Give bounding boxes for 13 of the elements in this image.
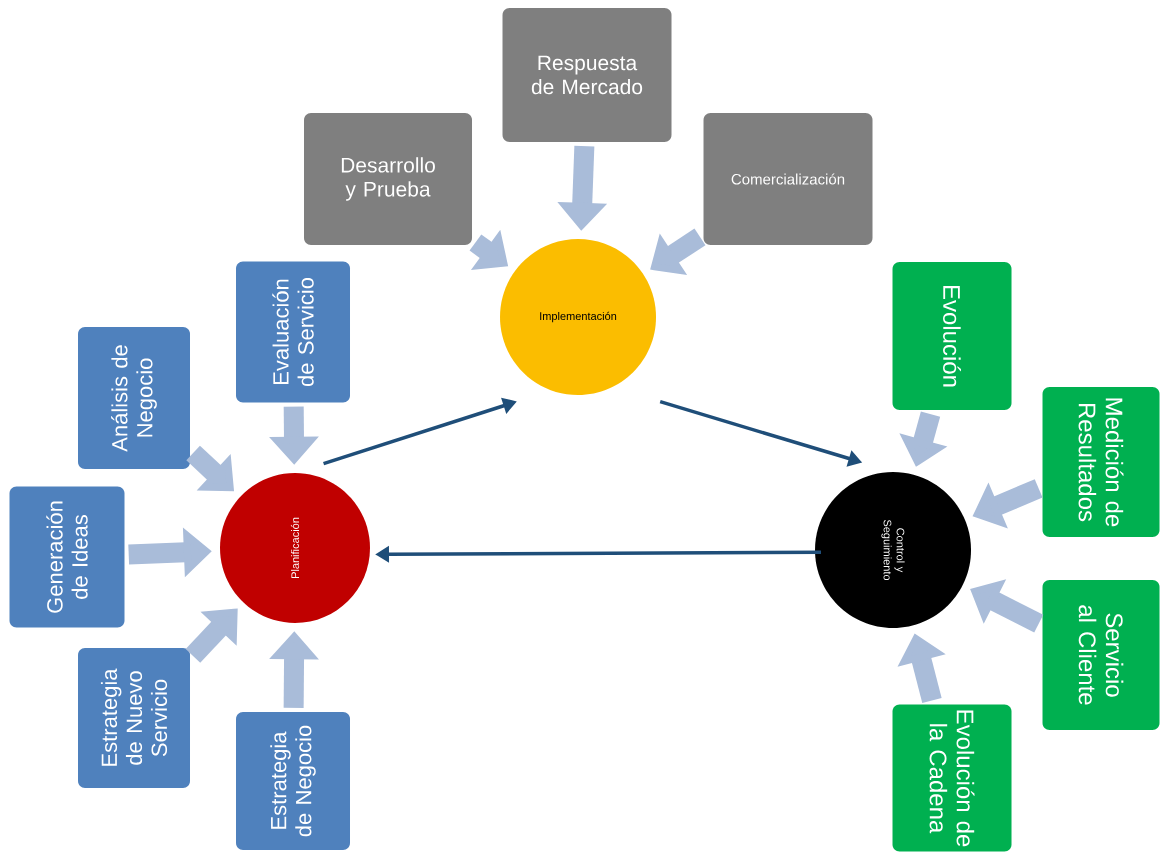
process-box: Análisis de Negocio	[78, 327, 190, 469]
process-box: Evolución de la Cadena	[892, 704, 1012, 852]
process-box: Evolución	[892, 262, 1012, 410]
process-box: Desarrollo y Prueba	[304, 113, 472, 245]
process-box: Respuesta de Mercado	[502, 8, 672, 142]
process-box: Estrategia de Nuevo Servicio	[78, 648, 190, 788]
process-box: Evaluación de Servicio	[236, 261, 350, 403]
process-box: Comercialización	[703, 113, 873, 245]
arrow	[185, 608, 238, 663]
process-box: Medición de Resultados	[1042, 387, 1160, 537]
process-box: Estrategia de Negocio	[236, 712, 350, 850]
process-box: Generación de Ideas	[9, 486, 125, 628]
process-box: Servicio al Cliente	[1042, 580, 1160, 730]
